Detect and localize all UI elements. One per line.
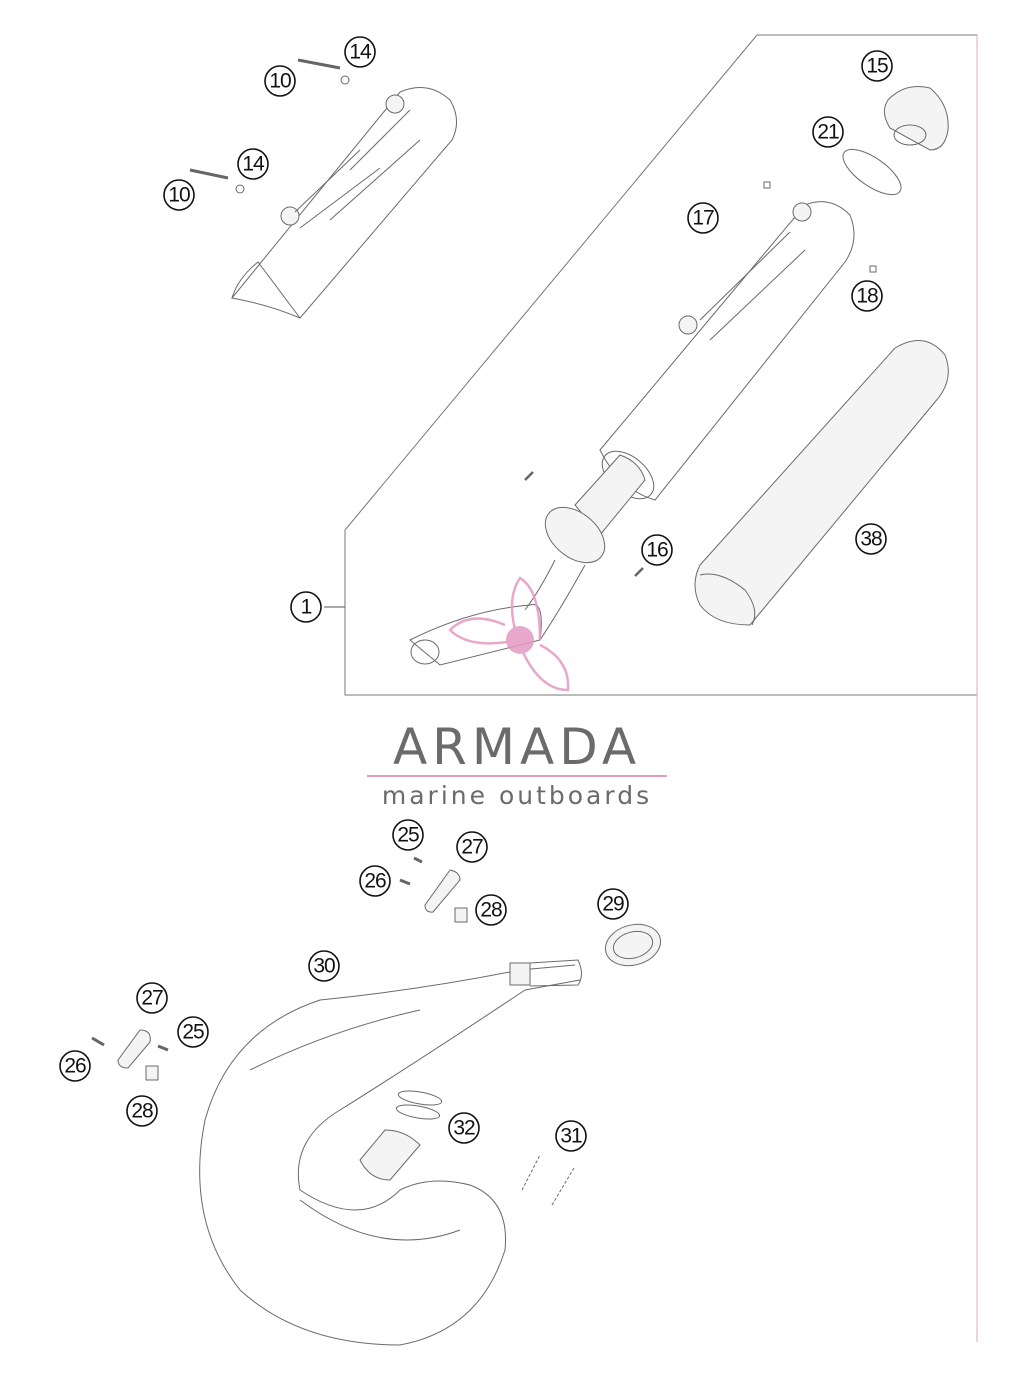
expansion-chamber bbox=[199, 959, 582, 1346]
brand-tagline: marine outboards bbox=[382, 781, 652, 810]
svg-text:25: 25 bbox=[397, 824, 419, 847]
brand-logo: ARMADA marine outboards bbox=[367, 576, 667, 810]
svg-text:29: 29 bbox=[602, 893, 624, 916]
svg-text:25: 25 bbox=[182, 1021, 204, 1044]
svg-text:15: 15 bbox=[866, 55, 888, 78]
callout-38: 38 bbox=[855, 523, 887, 555]
svg-text:38: 38 bbox=[860, 528, 882, 551]
seal-rings bbox=[395, 1090, 443, 1120]
svg-text:10: 10 bbox=[269, 70, 291, 93]
callout-28-upper: 28 bbox=[475, 894, 507, 926]
svg-text:14: 14 bbox=[349, 41, 372, 64]
callout-15: 15 bbox=[861, 50, 893, 82]
mounting-bracket-lower bbox=[91, 1029, 169, 1081]
callout-32: 32 bbox=[448, 1112, 480, 1144]
screw bbox=[524, 471, 644, 577]
svg-text:31: 31 bbox=[560, 1125, 582, 1148]
callout-21: 21 bbox=[812, 116, 844, 148]
inlet-pipe bbox=[409, 603, 542, 666]
callout-1: 1 bbox=[290, 591, 322, 623]
assembly-frame bbox=[324, 34, 978, 1342]
end-cap bbox=[884, 86, 949, 151]
svg-text:28: 28 bbox=[131, 1100, 153, 1123]
svg-text:28: 28 bbox=[480, 899, 502, 922]
svg-text:27: 27 bbox=[141, 987, 163, 1010]
svg-text:26: 26 bbox=[364, 870, 386, 893]
rubber-sleeve bbox=[604, 923, 662, 967]
callout-30: 30 bbox=[308, 950, 340, 982]
svg-text:10: 10 bbox=[168, 184, 190, 207]
callout-14-middle: 14 bbox=[237, 148, 269, 180]
propeller-logo-icon bbox=[448, 576, 570, 692]
silencer-sleeve bbox=[694, 340, 949, 626]
callout-26-lower: 26 bbox=[59, 1050, 91, 1082]
exhaust-springs bbox=[521, 1154, 575, 1206]
svg-text:26: 26 bbox=[64, 1055, 86, 1078]
callout-27-upper: 27 bbox=[456, 831, 488, 863]
callout-29: 29 bbox=[597, 888, 629, 920]
svg-text:27: 27 bbox=[461, 836, 483, 859]
svg-text:32: 32 bbox=[453, 1117, 475, 1140]
callout-14-top: 14 bbox=[344, 36, 376, 68]
svg-text:14: 14 bbox=[242, 153, 265, 176]
svg-text:18: 18 bbox=[856, 285, 878, 308]
manifold-flange bbox=[359, 1129, 421, 1181]
brand-name: ARMADA bbox=[393, 718, 641, 776]
o-ring bbox=[842, 148, 902, 196]
svg-text:21: 21 bbox=[817, 121, 839, 144]
silencer-mount-detail bbox=[189, 58, 457, 319]
svg-text:16: 16 bbox=[646, 539, 668, 562]
callout-25-upper: 25 bbox=[392, 819, 424, 851]
callout-10-top: 10 bbox=[264, 65, 296, 97]
callout-10-middle: 10 bbox=[163, 179, 195, 211]
callout-16: 16 bbox=[641, 534, 673, 566]
svg-text:30: 30 bbox=[313, 955, 335, 978]
callout-28-lower: 28 bbox=[126, 1095, 158, 1127]
callout-17: 17 bbox=[687, 202, 719, 234]
svg-text:1: 1 bbox=[301, 596, 312, 619]
svg-text:17: 17 bbox=[692, 207, 714, 230]
callout-31: 31 bbox=[555, 1120, 587, 1152]
callout-27-lower: 27 bbox=[136, 982, 168, 1014]
callout-26-upper: 26 bbox=[359, 865, 391, 897]
perforated-core bbox=[524, 454, 646, 641]
callout-25-lower: 25 bbox=[177, 1016, 209, 1048]
callout-18: 18 bbox=[851, 280, 883, 312]
mounting-bracket-upper bbox=[399, 856, 468, 923]
